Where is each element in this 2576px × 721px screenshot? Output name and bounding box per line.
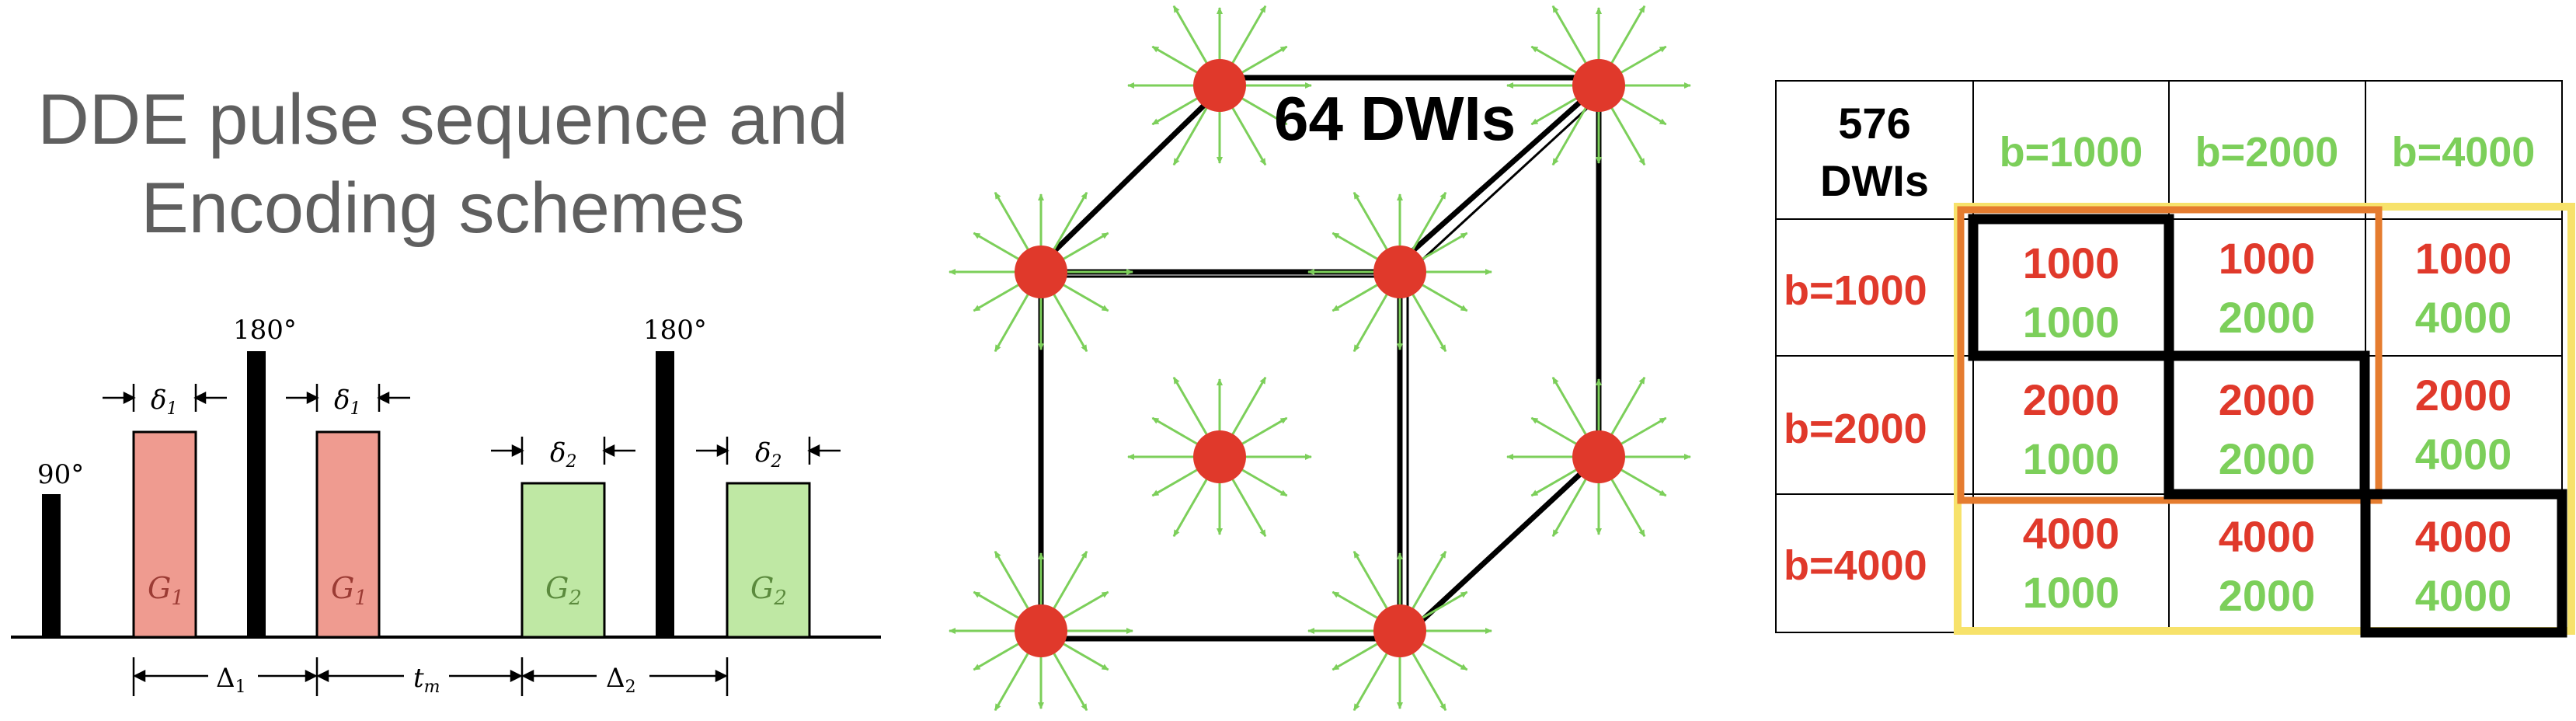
rf-180-label-second: 180°	[643, 315, 707, 346]
cell-top: 2000	[2219, 375, 2316, 424]
col-header: b=2000	[2195, 129, 2339, 176]
cell-bottom: 2000	[2219, 434, 2316, 483]
cube-diagram: 64 DWIs	[949, 5, 1691, 712]
col-header: b=4000	[2392, 129, 2536, 176]
rf-90-pulse	[42, 494, 61, 637]
rf-180-label-first: 180°	[233, 315, 297, 346]
cell-top: 1000	[2023, 239, 2120, 287]
cell-top: 4000	[2219, 512, 2316, 561]
cube-node	[949, 191, 1133, 353]
node-dot	[1193, 430, 1246, 483]
big-delta2-label: Δ2	[606, 663, 636, 697]
mixing-time-label: tm	[413, 663, 440, 697]
delta1-label-second: δ1	[334, 385, 360, 419]
cell-bottom: 4000	[2415, 293, 2512, 342]
corner-count: 576	[1838, 99, 1910, 148]
delta2-label-first: δ2	[550, 437, 576, 472]
cell-bottom: 4000	[2415, 430, 2512, 479]
cell-bottom: 1000	[2023, 434, 2120, 483]
pulse-sequence: 90° 180° 180° G1 G1 G2 G2 δ1 δ1	[11, 315, 881, 697]
cell-bottom: 1000	[2023, 298, 2120, 347]
col-header: b=1000	[2000, 129, 2143, 176]
row-header: b=1000	[1784, 267, 1927, 314]
row-header: b=4000	[1784, 542, 1927, 589]
gradient-label-g2-first: G2	[545, 571, 582, 610]
cube-node	[1127, 5, 1312, 166]
timing-markers	[132, 657, 729, 696]
diagonal-boxes	[1968, 214, 2567, 638]
cube-node	[1307, 191, 1492, 353]
gradient-label-g1-first: G1	[148, 571, 184, 610]
table-cells: 1000 1000 1000 2000 1000 4000 2000 1000 …	[2023, 234, 2512, 620]
corner-label: DWIs	[1820, 156, 1929, 205]
node-dot	[1373, 246, 1426, 298]
node-dot	[1193, 59, 1246, 112]
delta-markers	[103, 384, 841, 465]
gradient-g1-second	[315, 430, 381, 639]
title-line-1: DDE pulse sequence and	[37, 80, 848, 159]
cell-top: 2000	[2023, 375, 2120, 424]
delta1-label-first: δ1	[151, 385, 177, 419]
delta2-label-second: δ2	[755, 437, 782, 472]
cube-node	[1127, 376, 1312, 538]
cell-bottom: 4000	[2415, 571, 2512, 620]
cell-top: 1000	[2415, 234, 2512, 283]
orange-highlight-box	[1957, 206, 2383, 504]
cube-node	[1307, 550, 1492, 712]
cube-node	[1506, 5, 1691, 166]
node-dot	[1015, 604, 1067, 657]
cell-top: 2000	[2415, 371, 2512, 420]
encoding-table: 576 DWIs b=1000 b=2000 b=4000 b=1000 b=2…	[1775, 80, 2575, 638]
cell-top: 4000	[2415, 512, 2512, 561]
gradient-label-g2-second: G2	[750, 571, 787, 610]
cube-label: 64 DWIs	[1274, 84, 1516, 153]
row-header: b=2000	[1784, 406, 1927, 452]
rf-90-label: 90°	[37, 459, 84, 490]
node-dot	[1572, 59, 1625, 112]
cell-bottom: 2000	[2219, 571, 2316, 620]
big-delta1-label: Δ1	[216, 663, 246, 697]
rf-180-pulse-second	[656, 351, 674, 637]
node-dot	[1373, 604, 1426, 657]
gradient-g1-first	[132, 430, 197, 639]
cell-bottom: 1000	[2023, 568, 2120, 617]
rf-180-pulse-first	[247, 351, 266, 637]
cell-bottom: 2000	[2219, 293, 2316, 342]
gradient-g2-second	[726, 482, 811, 639]
node-dot	[1572, 430, 1625, 483]
cube-edges	[1038, 75, 1603, 642]
cube-node	[1506, 376, 1691, 538]
gradient-g2-first	[520, 482, 606, 639]
gradient-label-g1-second: G1	[331, 571, 367, 610]
cube-node	[949, 550, 1133, 712]
cell-top: 4000	[2023, 509, 2120, 558]
cell-top: 1000	[2219, 234, 2316, 283]
node-dot	[1015, 246, 1067, 298]
cube-nodes	[949, 5, 1691, 712]
title-line-2: Encoding schemes	[141, 169, 745, 248]
